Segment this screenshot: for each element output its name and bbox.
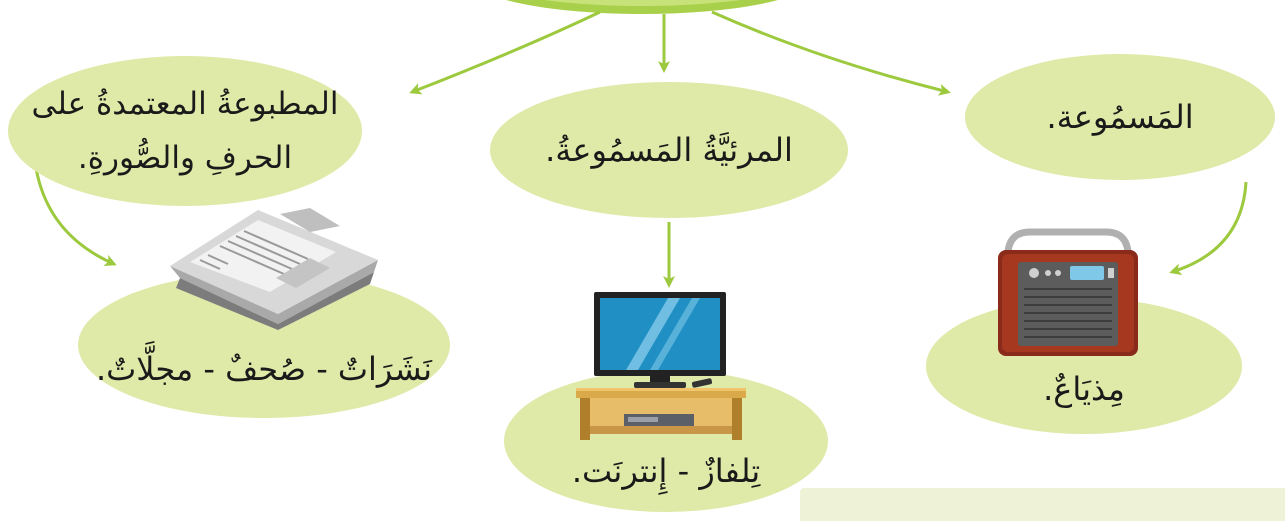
top-node [506,0,778,14]
example-audiovisual-label: تِلفازٌ - إِنترنَت. [571,452,761,490]
category-print-line1: المطبوعةُ المعتمدةُ على [31,86,339,122]
category-audio-label: المَسمُوعة. [1046,98,1194,136]
category-print-oval: المطبوعةُ المعتمدةُ على الحرفِ والصُّورة… [8,56,362,206]
tv-stand-icon [576,292,746,440]
category-audio-oval: المَسمُوعة. [965,54,1275,180]
arrow-to-print [409,10,601,95]
example-audio-label: مِذيَاعٌ. [1043,370,1125,408]
example-print-oval: نَشَرَاتٌ - صُحفٌ - مجلَّاتٌ. [78,272,450,418]
category-audiovisual-oval: المرئيَّةُ المَسمُوعةُ. [490,82,848,218]
top-node-inner [544,0,740,6]
category-print-line2: الحرفِ والصُّورةِ. [77,140,293,176]
example-print-label: نَشَرَاتٌ - صُحفٌ - مجلَّاتٌ. [95,350,433,388]
example-audio-oval: مِذيَاعٌ. [926,298,1242,434]
radio-icon [998,228,1138,356]
arrow-audio-to-example [1169,181,1248,276]
arrow-print-to-example [34,167,117,266]
category-audiovisual-label: المرئيَّةُ المَسمُوعةُ. [545,131,793,169]
info-box [800,488,1285,521]
arrow-to-audio [711,10,951,96]
newspaper-icon [170,208,378,330]
